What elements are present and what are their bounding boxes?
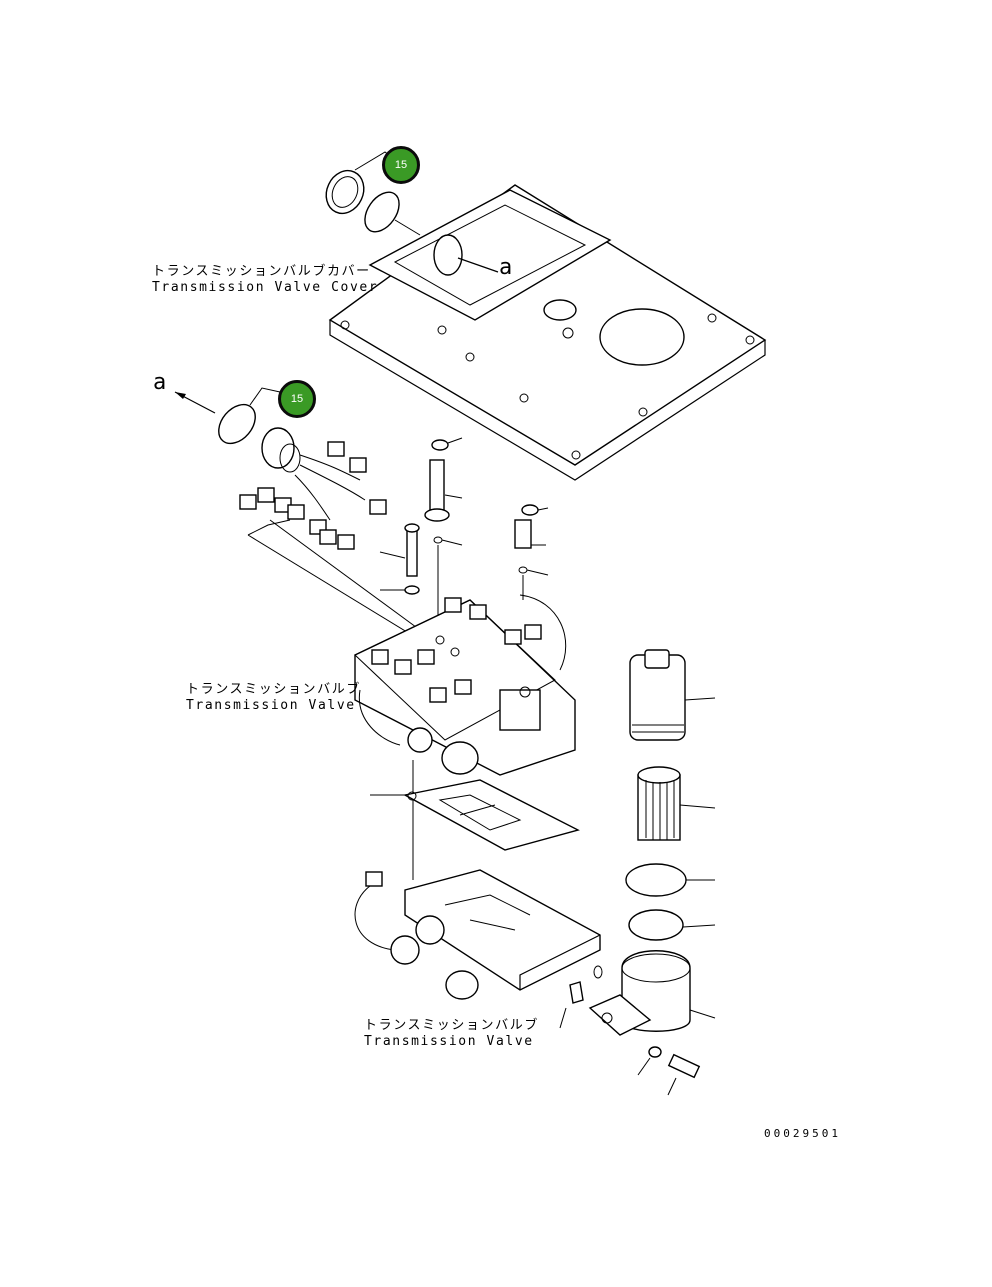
lower-valve-part <box>354 869 603 1029</box>
valve-cover-part <box>328 184 767 481</box>
label-jp: トランスミッションバルブカバー <box>152 264 371 279</box>
label-en: Transmission Valve <box>364 1034 534 1049</box>
filter-assembly-part <box>588 649 716 1096</box>
label-jp: トランスミッションバルブ <box>364 1018 539 1033</box>
wiring-harness-part <box>174 387 421 641</box>
callout-badge-15-left[interactable]: 15 <box>278 380 316 418</box>
view-reference-a-top: a <box>499 255 513 280</box>
callout-badge-15-top[interactable]: 15 <box>382 146 420 184</box>
label-jp: トランスミッションバルブ <box>186 682 361 697</box>
middle-small-parts <box>379 437 549 640</box>
label-en: Transmission Valve Cover <box>152 280 379 295</box>
view-reference-a-left: a <box>153 370 167 395</box>
upper-valve-part <box>354 594 576 880</box>
label-transmission-valve-upper: トランスミッションバルブ Transmission Valve <box>186 682 361 714</box>
separator-plate-part <box>370 779 580 851</box>
document-number: 00029501 <box>764 1127 841 1140</box>
label-transmission-valve-lower: トランスミッションバルブ Transmission Valve <box>364 1018 539 1050</box>
label-transmission-valve-cover: トランスミッションバルブカバー Transmission Valve Cover <box>152 264 379 296</box>
top-ring-parts <box>325 151 421 236</box>
label-en: Transmission Valve <box>186 698 356 713</box>
